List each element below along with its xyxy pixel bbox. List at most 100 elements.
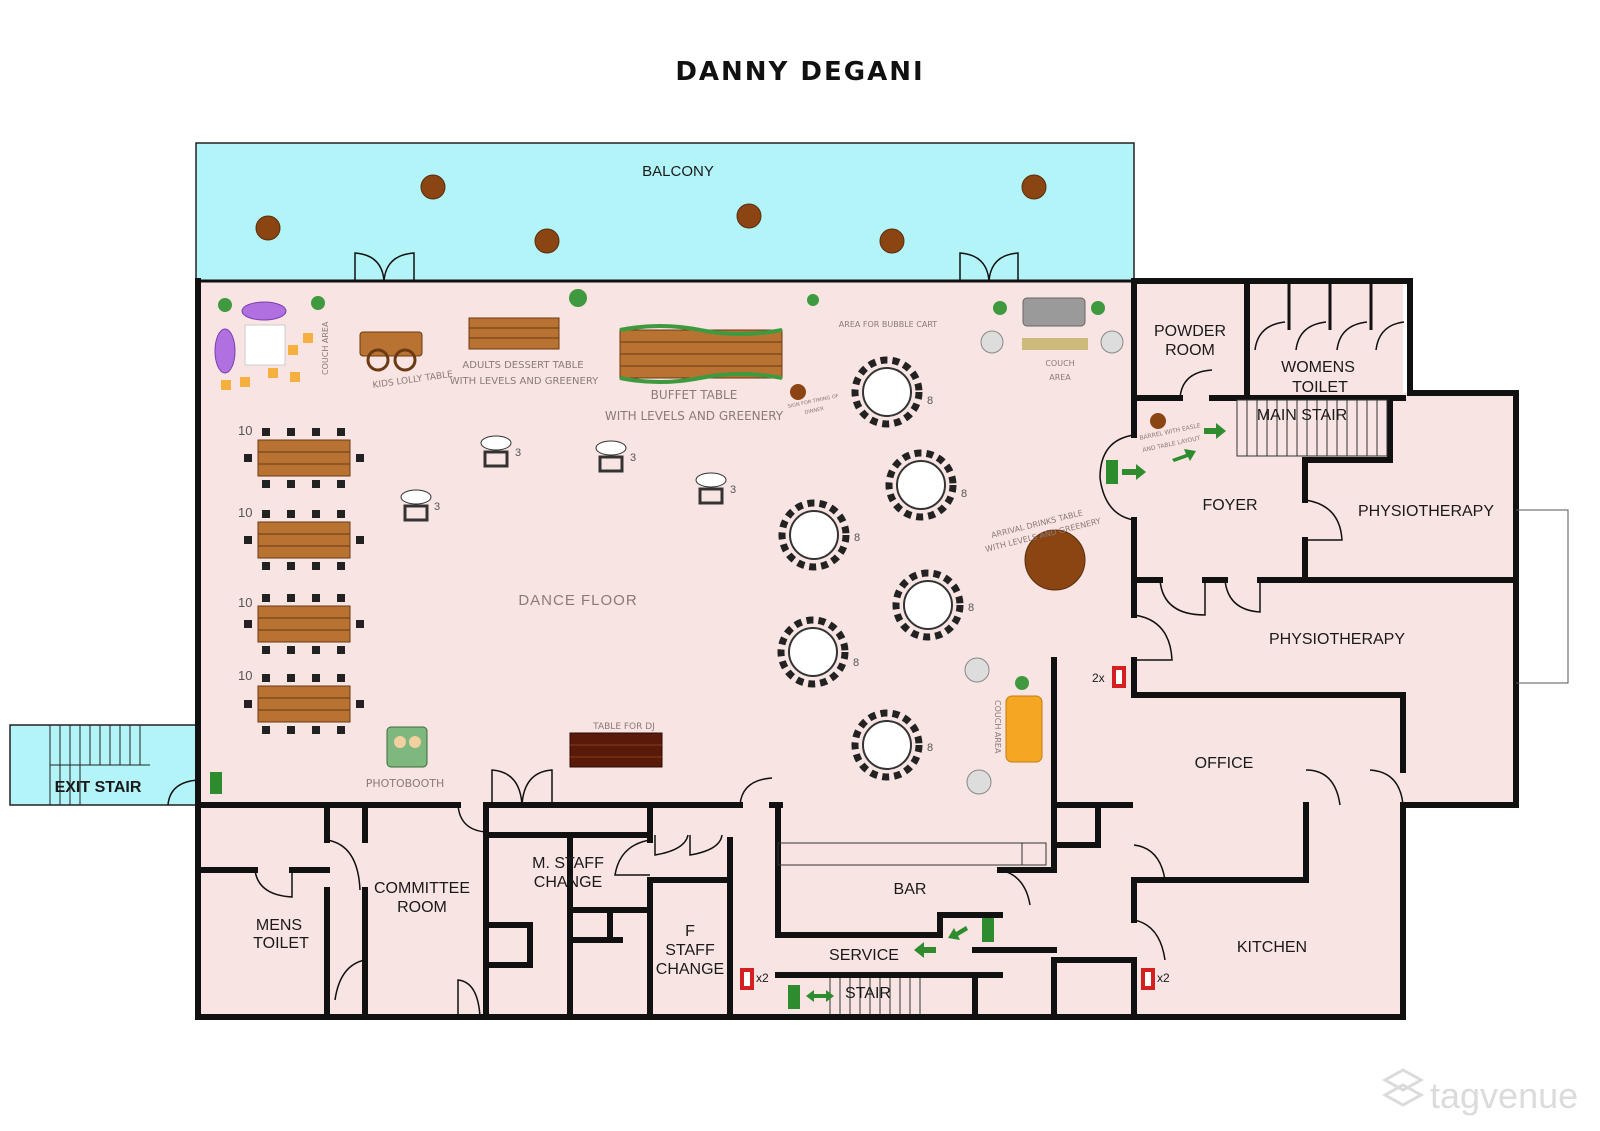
couch-area-top: COUCH AREA (980, 297, 1124, 382)
armchair-icon (980, 330, 1004, 354)
stool-icon (290, 372, 300, 382)
barrel-icon (879, 228, 905, 254)
barrel-icon (736, 203, 762, 229)
banquet-table: 10 (238, 505, 364, 570)
cocktail-table: 3 (695, 472, 736, 505)
cocktail-seat-count: 3 (730, 484, 736, 496)
round-tables: 8 8 8 8 8 8 (777, 356, 974, 781)
purple-sofa-icon (241, 301, 287, 321)
round-seat-count: 8 (961, 488, 967, 500)
committee-room-label-2: ROOM (397, 899, 447, 916)
round-table: 8 (777, 616, 859, 688)
watermark-text: tagvenue (1430, 1075, 1578, 1116)
stool-icon (240, 377, 250, 387)
buffet-label-1: BUFFET TABLE (651, 388, 738, 402)
armchair-icon (964, 657, 990, 683)
couch-area-left: COUCH AREA (214, 296, 330, 390)
m-staff-change-label-1: M. STAFF (532, 855, 604, 872)
banquet-seat-count: 10 (238, 505, 252, 520)
couch-area-right-label: COUCH AREA (993, 700, 1002, 754)
exit-sign-icon (788, 985, 800, 1009)
fire-extinguisher-icon (744, 972, 750, 986)
couch-area-top-label-2: AREA (1049, 373, 1071, 382)
interior-walls (997, 278, 1519, 1020)
powder-room-label-2: ROOM (1165, 342, 1215, 359)
arrow-both-icon (806, 990, 834, 1002)
plant-icon (569, 289, 587, 307)
round-seat-count: 8 (927, 742, 933, 754)
stool-icon (221, 380, 231, 390)
buffet-table: BUFFET TABLE WITH LEVELS AND GREENERY (605, 324, 784, 423)
buffet-label-2: WITH LEVELS AND GREENERY (605, 409, 784, 423)
cocktail-table: 3 (480, 435, 521, 468)
barrel-icon (1021, 174, 1047, 200)
dj-table: TABLE FOR DJ (569, 722, 663, 768)
adults-dessert-label-2: WITH LEVELS AND GREENERY (450, 376, 599, 387)
exit-sign-icon (1106, 460, 1118, 484)
barrel-easle-icon (1150, 413, 1166, 429)
plant-icon (311, 296, 325, 310)
banquet-table: 10 (238, 423, 364, 488)
coffee-table-icon (1022, 338, 1088, 350)
arrow-left-icon (948, 926, 968, 940)
couch-area-left-label: COUCH AREA (321, 321, 330, 375)
bar-counter (777, 842, 1047, 866)
physiotherapy-label-1: PHYSIOTHERAPY (1358, 503, 1494, 520)
orange-sofa-icon (1005, 695, 1043, 763)
f-staff-change-label-1: F (685, 923, 695, 940)
barrel-icon (420, 174, 446, 200)
kitchen-label: KITCHEN (1237, 939, 1307, 956)
cocktail-seat-count: 3 (434, 501, 440, 513)
stool-icon (288, 345, 298, 355)
balcony-label: BALCONY (642, 163, 714, 180)
plant-icon (1091, 301, 1105, 315)
barrel-icon (534, 228, 560, 254)
foyer-label: FOYER (1202, 497, 1257, 514)
round-seat-count: 8 (968, 602, 974, 614)
round-table: 8 (851, 356, 933, 428)
interior-doors[interactable] (254, 369, 1404, 1018)
main-stair (1236, 399, 1388, 457)
arrow-right-icon (1172, 449, 1196, 462)
plant-icon (1015, 676, 1029, 690)
mens-toilet-label-1: MENS (256, 917, 302, 934)
banquet-table: 10 (238, 594, 364, 654)
physiotherapy-window (1516, 509, 1569, 684)
exit-stair-label: EXIT STAIR (55, 779, 142, 796)
extinguisher-count: 2x (1092, 671, 1105, 685)
room-labels: DANCE FLOOR POWDER ROOM WOMENS TOILET MA… (253, 323, 1494, 1002)
arrow-right-icon (1122, 464, 1146, 480)
balcony-doors[interactable] (354, 252, 1019, 282)
cocktail-table: 3 (595, 440, 636, 473)
f-staff-change-label-3: CHANGE (656, 961, 724, 978)
cocktail-tables: 3 3 3 3 (400, 435, 736, 522)
cart-wheel-icon (393, 348, 417, 372)
bubble-cart-label: AREA FOR BUBBLE CART (839, 320, 938, 329)
couch-area-top-label-1: COUCH (1045, 359, 1074, 368)
round-table: 8 (885, 449, 967, 521)
extinguisher-count: x2 (1157, 971, 1170, 985)
service-label: SERVICE (829, 947, 899, 964)
powder-room-label-1: POWDER (1154, 323, 1226, 340)
dance-floor-label: DANCE FLOOR (518, 592, 637, 609)
banquet-seat-count: 10 (238, 595, 252, 610)
extinguisher-count: x2 (756, 971, 769, 985)
balcony-barrels (255, 174, 1047, 254)
cocktail-seat-count: 3 (515, 447, 521, 459)
round-seat-count: 8 (853, 657, 859, 669)
fire-extinguisher-icon (1116, 670, 1122, 684)
womens-toilet-label-1: WOMENS (1281, 359, 1355, 376)
f-staff-change-label-2: STAFF (665, 942, 715, 959)
round-table: 8 (851, 709, 933, 781)
m-staff-change-label-2: CHANGE (534, 874, 602, 891)
banquet-table: 10 (238, 668, 364, 734)
armchair-icon (1100, 330, 1124, 354)
dj-table-label: TABLE FOR DJ (592, 722, 655, 732)
photobooth-label: PHOTOBOOTH (366, 777, 445, 790)
arrow-left-icon (914, 942, 936, 958)
sign-label-2: DINNER (804, 406, 825, 416)
lower-walls (195, 802, 1057, 1020)
plant-icon (993, 301, 1007, 315)
exit-stair-door[interactable] (167, 779, 199, 806)
banquet-seat-count: 10 (238, 668, 252, 683)
